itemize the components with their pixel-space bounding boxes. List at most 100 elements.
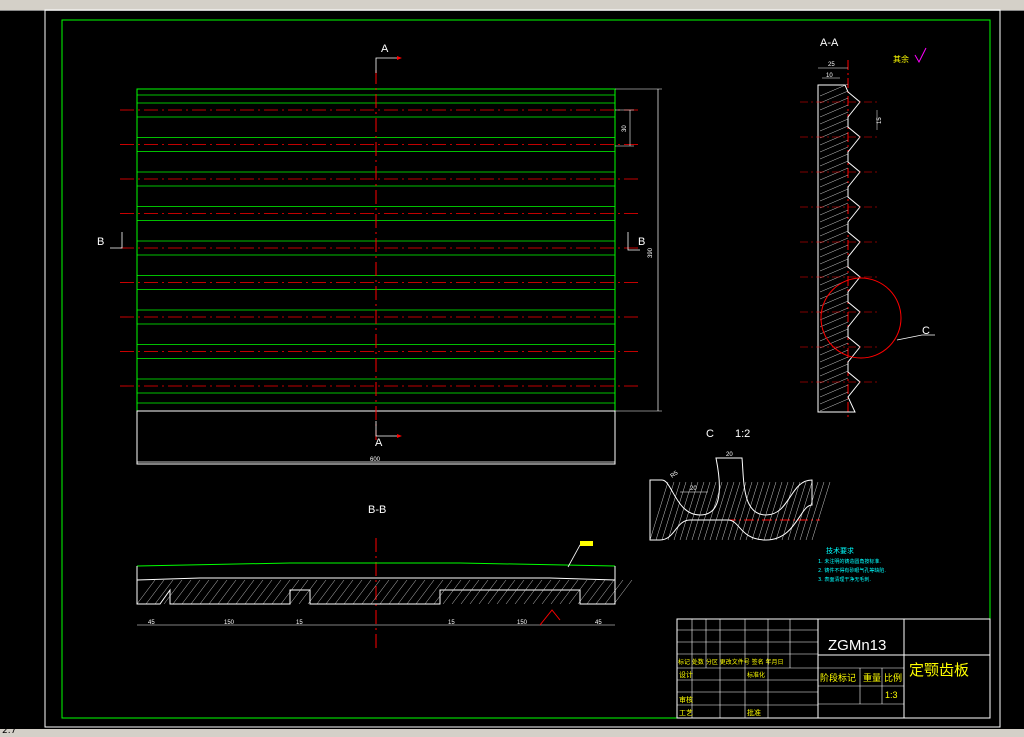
bb-dim-right-c: 45 [595, 620, 602, 626]
hatch-line [424, 579, 444, 605]
section-aa-title: A-A [820, 37, 839, 49]
bb-roughness-symbol [539, 609, 561, 626]
aa-top-dimension: 25 [828, 62, 835, 68]
hatch-line [819, 398, 849, 412]
hatch-line [496, 579, 516, 605]
technical-notes: 技术要求 1. 未注明的铸造圆角按标准. 2. 铸件不得有砂眼气孔等缺陷. 3.… [818, 546, 886, 583]
hatch-line [334, 579, 354, 605]
section-a-bottom-label: A [375, 437, 383, 449]
hatch-line [649, 481, 669, 541]
hatch-line [819, 195, 849, 209]
hatch-line [253, 579, 273, 605]
hatch-line [460, 579, 480, 605]
section-bb-view: B-B 45 150 15 15 150 45 [136, 504, 633, 648]
hatch-line [721, 481, 741, 541]
hatch-line [559, 579, 579, 605]
hatch-line [280, 579, 300, 605]
tech-note-3: 3. 表面清理干净无毛刺. [818, 576, 871, 583]
hatch-line [819, 160, 849, 174]
hatch-line [352, 579, 372, 605]
hatch-line [397, 579, 417, 605]
hatch-line [577, 579, 597, 605]
aa-step-dimension: 15 [877, 117, 883, 124]
section-b-left-label: B [97, 236, 104, 248]
checker-label: 审核 [679, 695, 693, 704]
hatch-line [163, 579, 183, 605]
hatch-line [811, 481, 831, 541]
stage-mark-label: 阶段标记 [820, 672, 856, 684]
aa-tooth-profile [800, 83, 880, 413]
c-mid-dimension: 20 [690, 486, 697, 492]
aa-outline [817, 84, 861, 413]
hatch-line [727, 481, 747, 541]
section-a-top-label: A [381, 43, 389, 55]
section-b-right-label: B [638, 236, 645, 248]
section-bb-title: B-B [368, 504, 386, 516]
hatch-line [819, 356, 849, 370]
approve-label: 批准 [747, 708, 761, 717]
c-radius-dimension: R5 [670, 470, 680, 480]
hatch-line [541, 579, 561, 605]
standardize-label: 标准化 [747, 671, 765, 679]
hatch-line [568, 579, 588, 605]
hatch-line [763, 481, 783, 541]
hatch-line [172, 579, 192, 605]
hatch-line [819, 300, 849, 314]
hatch-line [208, 579, 228, 605]
hatch-line [819, 90, 849, 104]
surface-finish-note: 其余 [893, 54, 909, 64]
bb-dim-right-b: 150 [517, 620, 528, 626]
hatch-line [586, 579, 606, 605]
hatch-line [691, 481, 711, 541]
scale-label: 比例 [884, 672, 902, 684]
hatch-line [787, 481, 807, 541]
hatch-line [661, 481, 681, 541]
hatch-line [685, 481, 705, 541]
hatch-line [819, 104, 849, 118]
hatch-line [819, 314, 849, 328]
hatch-line [819, 230, 849, 244]
hatch-line [819, 307, 849, 321]
hatch-line [325, 579, 345, 605]
hatch-line [819, 349, 849, 363]
hatch-line [745, 481, 765, 541]
part-name: 定颚齿板 [909, 661, 969, 679]
hatch-line [154, 579, 174, 605]
hatch-line [289, 579, 309, 605]
hatch-line [819, 237, 849, 251]
detail-c-view: C 1:2 20 20 R5 [649, 428, 831, 541]
pitch-dimension: 30 [622, 125, 628, 132]
weight-label: 重量 [863, 672, 881, 684]
hatch-line [136, 579, 156, 605]
hatch-line [307, 579, 327, 605]
process-label: 工艺 [679, 709, 693, 717]
hatch-line [819, 321, 849, 335]
detail-c-scale: 1:2 [735, 428, 750, 440]
hatch-line [442, 579, 462, 605]
hatch-line [819, 377, 849, 391]
hatch-line [262, 579, 282, 605]
height-dimension: 390 [648, 247, 654, 258]
hatch-line [316, 579, 336, 605]
hatch-line [819, 174, 849, 188]
hatch-line [819, 391, 849, 405]
hatch-line [819, 244, 849, 258]
hatch-line [523, 579, 543, 605]
hatch-line [679, 481, 699, 541]
hatch-line [298, 579, 318, 605]
hatch-line [757, 481, 777, 541]
hatch-line [406, 579, 426, 605]
hatch-line [343, 579, 363, 605]
hatch-line [819, 272, 849, 286]
hatch-line [190, 579, 210, 605]
aa-inner-dimension: 10 [826, 73, 833, 79]
bb-dim-left-b: 150 [224, 620, 235, 626]
front-view: 390 30 600 A A B B [97, 43, 662, 465]
hatch-line [819, 286, 849, 300]
hatch-line [487, 579, 507, 605]
width-dimension: 600 [370, 457, 381, 463]
hatch-line [819, 370, 849, 384]
hatch-line [819, 125, 849, 139]
hatch-line [819, 384, 849, 398]
